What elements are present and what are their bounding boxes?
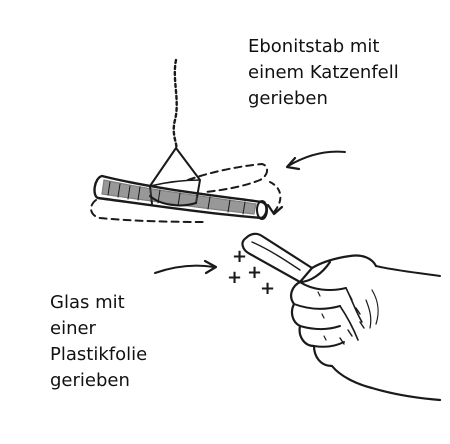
glass-label: Glas mit einer Plastikfolie gerieben [50, 290, 147, 394]
charge-plus-4: + [260, 278, 275, 299]
glass-rod [241, 232, 314, 284]
rod-label: Ebonitstab mit einem Katzenfell gerieben [248, 34, 399, 112]
rod-label-arrow [285, 150, 346, 171]
charge-plus-1: + [232, 246, 247, 267]
glass-label-line-4: gerieben [50, 370, 130, 391]
rod-label-line-2: einem Katzenfell [248, 62, 399, 83]
glass-label-line-1: Glas mit [50, 292, 125, 313]
hand [290, 254, 442, 402]
charge-plus-2: + [247, 262, 262, 283]
glass-label-line-3: Plastikfolie [50, 344, 148, 365]
rod-rotation-path [90, 163, 284, 223]
charges-group: + + + + [227, 246, 275, 299]
charge-plus-3: + [227, 267, 242, 288]
rod-label-line-1: Ebonitstab mit [248, 36, 380, 57]
glass-label-arrow [154, 259, 218, 275]
rod-label-line-3: gerieben [248, 88, 328, 109]
ebonite-rod [93, 174, 268, 220]
suspension-thread [172, 58, 178, 150]
glass-label-line-2: einer [50, 318, 96, 339]
